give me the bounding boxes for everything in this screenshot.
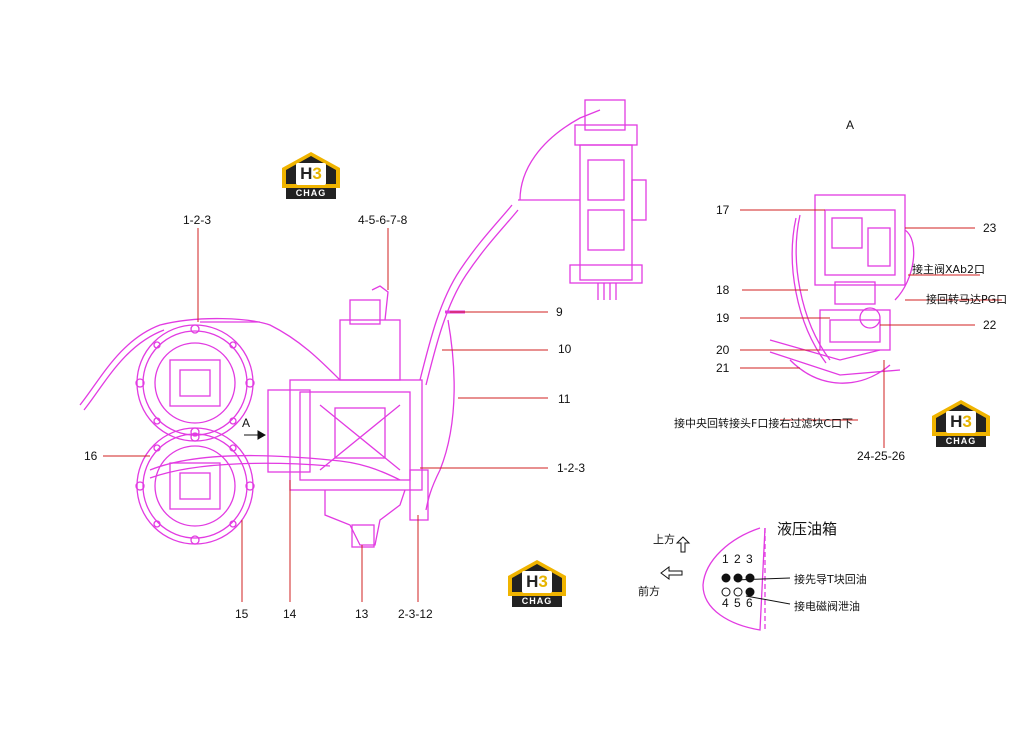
label-10: 10 [558, 342, 572, 356]
travel-motor-lower [135, 427, 255, 545]
label-16: 16 [84, 449, 98, 463]
front-arrow [660, 566, 683, 580]
main-control-valve [267, 285, 429, 548]
port-number-1: 1 [722, 552, 729, 566]
port-number-4: 4 [722, 596, 729, 610]
label-15: 15 [235, 607, 249, 621]
tank-port-4 [721, 587, 731, 597]
label-view-a-arrow: A [242, 416, 251, 430]
tank-port-3 [745, 573, 755, 583]
watermark-logo: H3 CHAG [282, 152, 340, 199]
note-main-valve-xab2: 接主阀XAb2口 [912, 263, 986, 276]
note-front: 前方 [638, 585, 660, 598]
view-a-valve-assembly [769, 194, 915, 384]
note-solenoid-drain: 接电磁阀泄油 [794, 600, 860, 613]
note-hydraulic-tank: 液压油箱 [777, 520, 838, 538]
watermark-logo: H3 CHAG [508, 560, 566, 607]
tank-port-2 [733, 573, 743, 583]
watermark-logo: H3 CHAG [932, 400, 990, 447]
label-1-2-3-mid: 1-2-3 [557, 461, 586, 475]
tank-port-6 [745, 587, 755, 597]
label-1-2-3-top: 1-2-3 [183, 213, 212, 227]
label-13: 13 [355, 607, 369, 621]
label-9: 9 [556, 305, 563, 319]
label-19: 19 [716, 311, 730, 325]
port-number-3: 3 [746, 552, 753, 566]
tank-port-5 [733, 587, 743, 597]
label-17: 17 [716, 203, 730, 217]
label-14: 14 [283, 607, 297, 621]
label-2-3-12: 2-3-12 [398, 607, 433, 621]
note-pilot-return: 接先导T块回油 [794, 573, 867, 586]
note-up: 上方 [653, 533, 675, 546]
label-23: 23 [983, 221, 997, 235]
label-20: 20 [716, 343, 730, 357]
note-center-joint: 接中央回转接头F口接右过滤块C口下 [674, 417, 854, 430]
label-4-5-6-7-8: 4-5-6-7-8 [358, 213, 408, 227]
tank-outline [702, 527, 766, 631]
port-number-6: 6 [746, 596, 753, 610]
label-24-25-26: 24-25-26 [857, 449, 906, 463]
label-18: 18 [716, 283, 730, 297]
tank-port-1 [721, 573, 731, 583]
label-view-a: A [846, 118, 855, 132]
port-number-5: 5 [734, 596, 741, 610]
label-21: 21 [716, 361, 730, 375]
label-11: 11 [558, 392, 571, 406]
hydraulic-pump [569, 99, 647, 300]
travel-motor-upper [135, 324, 255, 442]
note-swing-motor-pg: 接回转马达PG口 [926, 293, 1008, 306]
up-arrow [675, 536, 691, 553]
label-22: 22 [983, 318, 997, 332]
port-number-2: 2 [734, 552, 741, 566]
